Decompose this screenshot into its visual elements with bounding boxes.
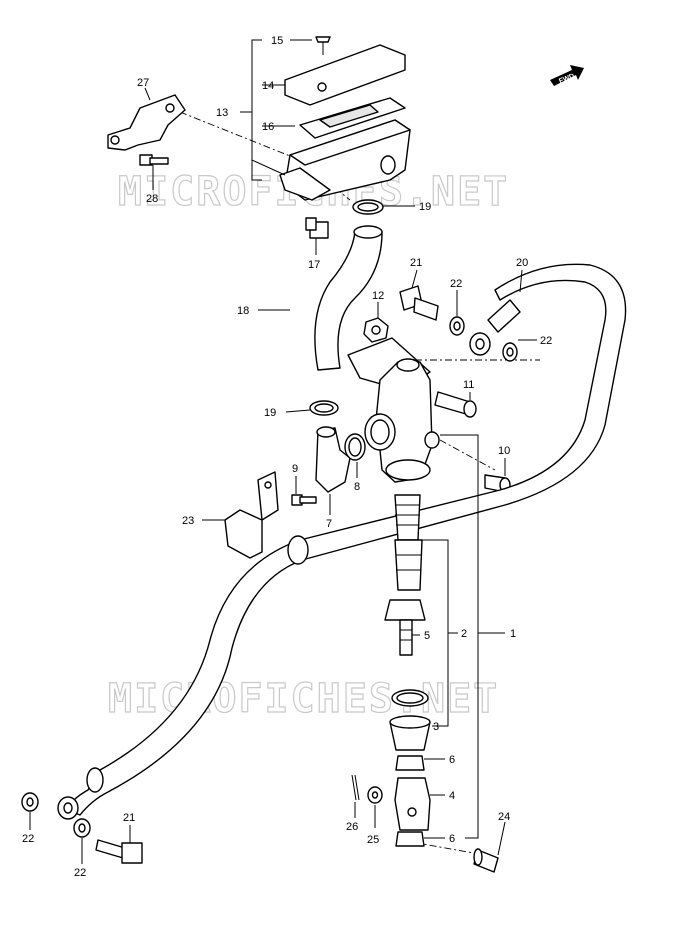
callout-14: 14 bbox=[262, 80, 274, 92]
callout-25: 25 bbox=[367, 834, 379, 846]
part-11-bolt bbox=[434, 391, 477, 418]
callout-1: 1 bbox=[510, 628, 516, 640]
callout-16: 16 bbox=[262, 121, 274, 133]
part-1-master-cylinder bbox=[347, 337, 440, 483]
callout-17: 17 bbox=[308, 259, 320, 271]
part-25-washer bbox=[367, 786, 383, 804]
callout-22-upper-1: 22 bbox=[450, 278, 462, 290]
part-22-washer-upper-2 bbox=[502, 342, 518, 362]
callout-5: 5 bbox=[424, 630, 430, 642]
part-23-hose-guide bbox=[224, 471, 279, 559]
callout-21-lower: 21 bbox=[123, 812, 135, 824]
callout-labels: 15 14 13 16 27 28 19 17 18 21 20 22 12 2… bbox=[22, 35, 552, 879]
reservoir-assembly bbox=[279, 36, 411, 201]
part-6-nut-lower bbox=[395, 831, 425, 847]
part-2-piston-assembly bbox=[394, 494, 423, 591]
callout-11: 11 bbox=[463, 379, 474, 391]
callout-4: 4 bbox=[449, 790, 455, 802]
part-17-bolt bbox=[305, 217, 329, 239]
part-22-washer-lower-2 bbox=[73, 818, 91, 838]
part-5-push-rod bbox=[384, 599, 426, 656]
callout-6-lower: 6 bbox=[449, 833, 455, 845]
part-21-banjo-bolt-lower bbox=[95, 839, 143, 864]
part-26-cotter-pin bbox=[351, 774, 360, 801]
part-9-bolt bbox=[291, 494, 317, 506]
callout-10: 10 bbox=[498, 445, 510, 457]
callout-9: 9 bbox=[292, 463, 298, 475]
part-18-hose bbox=[314, 225, 383, 371]
callout-27: 27 bbox=[137, 77, 149, 89]
watermark-bottom: MICROFICHES.NET bbox=[108, 676, 499, 722]
fwd-label: FWD bbox=[558, 73, 575, 85]
part-27-bracket bbox=[107, 94, 186, 151]
part-19-clamp-upper bbox=[352, 199, 384, 215]
part-6-nut-upper bbox=[395, 755, 425, 771]
callout-12: 12 bbox=[372, 290, 384, 302]
part-20-brake-hose bbox=[299, 263, 627, 561]
callout-15: 15 bbox=[271, 35, 283, 47]
callout-21-upper: 21 bbox=[410, 257, 422, 269]
part-12-nut bbox=[363, 317, 389, 343]
callout-2: 2 bbox=[461, 628, 467, 640]
part-8-o-ring bbox=[344, 433, 366, 461]
callout-19-lower: 19 bbox=[264, 407, 276, 419]
fwd-arrow-icon: FWD bbox=[550, 65, 584, 86]
callout-26: 26 bbox=[346, 821, 358, 833]
callout-22-lower-1: 22 bbox=[22, 833, 34, 845]
part-7-union bbox=[315, 426, 351, 493]
callout-19-upper: 19 bbox=[419, 201, 431, 213]
callout-7: 7 bbox=[326, 518, 332, 530]
lower-hose bbox=[57, 535, 309, 820]
part-10-bolt bbox=[484, 474, 511, 493]
callout-28: 28 bbox=[146, 193, 158, 205]
callout-8: 8 bbox=[354, 481, 360, 493]
part-24-pin bbox=[473, 848, 499, 873]
callout-24: 24 bbox=[498, 811, 510, 823]
part-19-clamp-lower bbox=[309, 400, 339, 416]
callout-13: 13 bbox=[216, 107, 228, 119]
part-28-bolt bbox=[139, 154, 169, 166]
callout-3: 3 bbox=[433, 721, 439, 733]
circlip bbox=[391, 689, 429, 707]
part-3-boot bbox=[389, 715, 431, 751]
part-21-banjo-bolt-upper bbox=[399, 285, 439, 321]
callout-20: 20 bbox=[516, 257, 528, 269]
part-4-clevis bbox=[394, 777, 431, 831]
callout-23: 23 bbox=[182, 515, 194, 527]
callout-22-upper-2: 22 bbox=[540, 335, 552, 347]
callout-6-upper: 6 bbox=[449, 754, 455, 766]
callout-leaders bbox=[29, 39, 537, 864]
part-22-washer-upper-1 bbox=[449, 316, 465, 336]
part-22-washer-lower-1 bbox=[21, 792, 39, 812]
callout-22-lower-2: 22 bbox=[74, 867, 86, 879]
callout-18: 18 bbox=[237, 305, 249, 317]
